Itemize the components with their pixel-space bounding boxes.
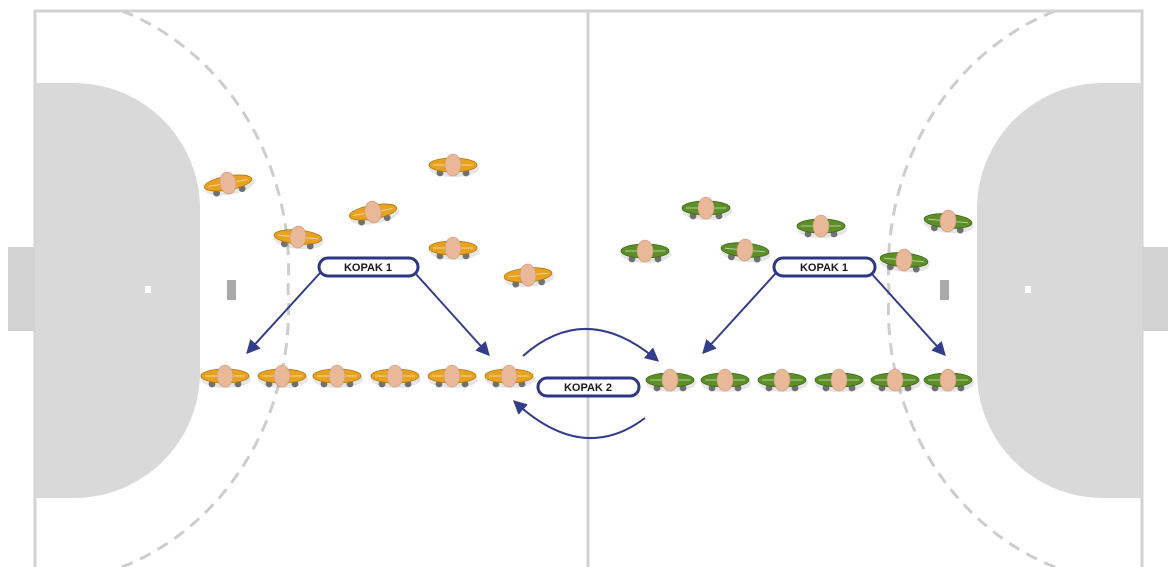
right-goal [1141, 247, 1168, 331]
left-player-line [427, 364, 478, 388]
label-kopak1-right-text: KOPAK 1 [800, 262, 848, 274]
arrows-step1-right [702, 272, 946, 357]
right-player-scattered [923, 209, 974, 234]
arrow-rotation-top [522, 328, 660, 362]
right-goal-area [977, 83, 1142, 498]
left-goal [8, 247, 35, 331]
left-player-scattered [503, 263, 555, 288]
left-player-line [200, 364, 251, 388]
right-penalty-mark [1025, 286, 1031, 293]
arrows-step1-left [246, 272, 490, 357]
right-player-scattered [720, 238, 771, 263]
left-keeper-line [227, 280, 236, 300]
team-left-players [200, 153, 555, 388]
label-kopak2-text: KOPAK 2 [564, 382, 612, 394]
left-player-scattered [348, 200, 400, 226]
label-kopak1-left: KOPAK 1 [317, 256, 420, 278]
arrow-left-1a [246, 272, 321, 355]
arrow-rotation-bottom [512, 400, 646, 439]
right-player-line [757, 368, 808, 392]
right-player-line [870, 368, 921, 392]
right-player-line [645, 368, 696, 392]
right-player-line [923, 368, 974, 392]
left-player-line [370, 364, 421, 388]
right-player-scattered [796, 214, 847, 238]
left-player-line [257, 364, 308, 388]
right-player-scattered [681, 196, 732, 220]
right-player-line [700, 368, 751, 392]
left-free-throw-line [121, 11, 291, 567]
left-player-scattered [428, 236, 479, 260]
label-kopak1-left-text: KOPAK 1 [344, 262, 392, 274]
right-player-line [814, 368, 865, 392]
right-player-scattered [620, 239, 671, 263]
right-free-throw-line [886, 11, 1056, 567]
left-player-scattered [428, 153, 479, 177]
left-player-scattered [273, 225, 324, 250]
arrow-right-1b [870, 272, 946, 357]
label-kopak1-right: KOPAK 1 [772, 256, 877, 278]
left-player-scattered [203, 171, 255, 197]
left-player-line [484, 364, 535, 388]
left-goal-area [35, 83, 200, 498]
right-keeper-line [940, 280, 949, 300]
arrows-step2-rotation [512, 328, 660, 439]
team-right-players [620, 196, 974, 392]
arrow-right-1a [702, 272, 777, 355]
left-player-line [312, 364, 363, 388]
left-penalty-mark [145, 286, 151, 293]
right-player-scattered [879, 248, 930, 273]
arrow-left-1b [414, 272, 490, 357]
label-kopak2: KOPAK 2 [536, 376, 641, 398]
